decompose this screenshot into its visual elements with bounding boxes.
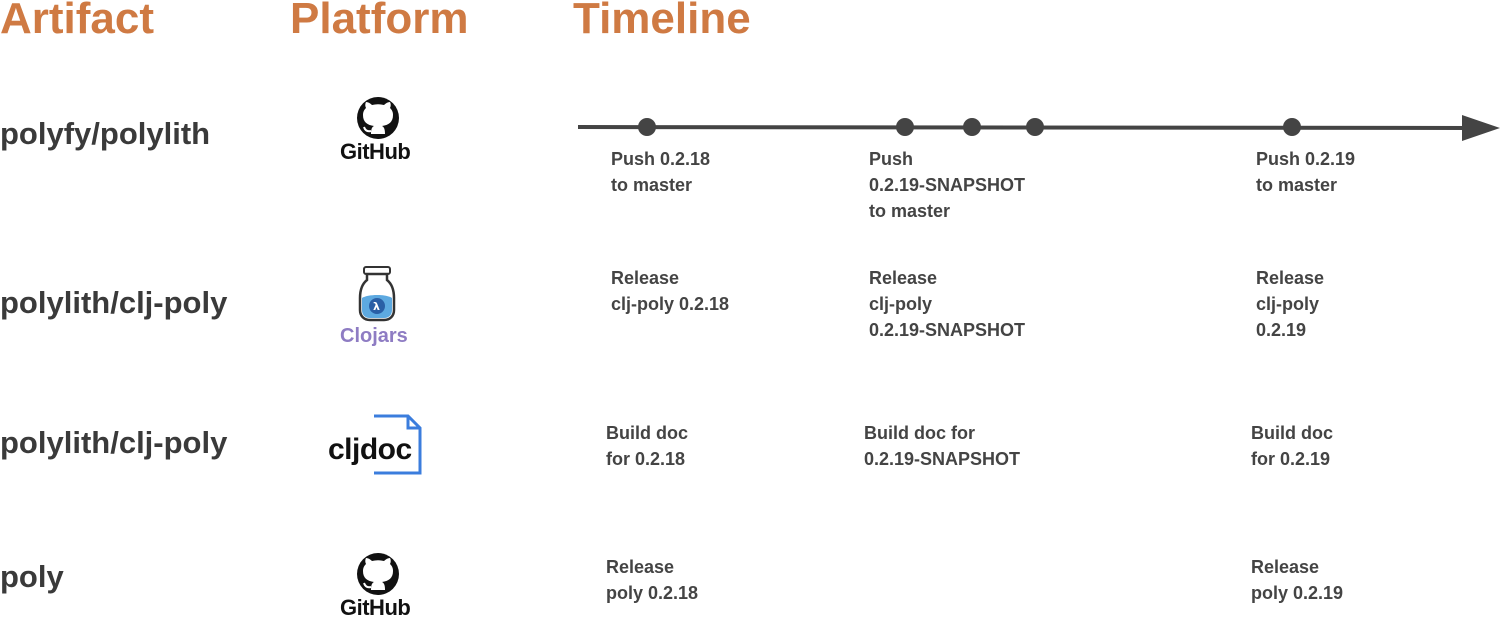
cljdoc-wordmark: cljdoc — [328, 433, 412, 466]
timeline-event-dot — [1026, 118, 1044, 136]
note-push-0-2-19: Push 0.2.19 to master — [1256, 149, 1356, 195]
note-release-clj-poly-snapshot: Release clj-poly 0.2.19-SNAPSHOT — [869, 268, 1026, 340]
clojars-logo-icon: λ Clojars — [340, 264, 420, 350]
timeline-event-dot — [896, 118, 914, 136]
github-logo-icon: GitHub — [340, 552, 420, 622]
timeline-line — [577, 125, 1471, 130]
timeline-event-dot — [963, 118, 981, 136]
header-platform: Platform — [290, 0, 469, 43]
cljdoc-logo-icon: cljdoc — [328, 414, 424, 478]
clojars-wordmark: Clojars — [340, 325, 408, 347]
timeline-event-dot — [638, 118, 656, 136]
note-build-doc-0-2-18: Build doc for 0.2.18 — [606, 423, 688, 469]
github-wordmark: GitHub — [340, 595, 411, 620]
note-release-clj-poly-0-2-18: Release clj-poly 0.2.18 — [611, 268, 730, 314]
note-build-doc-0-2-19: Build doc for 0.2.19 — [1251, 423, 1333, 469]
note-release-poly-0-2-18: Release poly 0.2.18 — [606, 557, 699, 603]
github-wordmark: GitHub — [340, 139, 411, 164]
header-timeline: Timeline — [573, 0, 751, 43]
note-push-snapshot: Push 0.2.19-SNAPSHOT to master — [869, 149, 1026, 221]
timeline-event-dot — [1283, 118, 1301, 136]
github-logo-icon: GitHub — [340, 96, 420, 166]
note-build-doc-snapshot: Build doc for 0.2.19-SNAPSHOT — [864, 423, 1021, 469]
artifact-clj-poly-clojars: polylith/clj-poly — [0, 285, 228, 320]
note-push-0-2-18: Push 0.2.18 to master — [611, 149, 711, 195]
artifact-poly: poly — [0, 559, 64, 594]
timeline-arrowhead-icon — [1462, 115, 1500, 141]
note-release-clj-poly-0-2-19: Release clj-poly 0.2.19 — [1256, 268, 1325, 340]
artifact-polyfy-polylith: polyfy/polylith — [0, 116, 211, 151]
note-release-poly-0-2-19: Release poly 0.2.19 — [1251, 557, 1344, 603]
header-artifact: Artifact — [0, 0, 155, 43]
svg-text:λ: λ — [373, 300, 380, 313]
artifact-clj-poly-cljdoc: polylith/clj-poly — [0, 425, 228, 460]
